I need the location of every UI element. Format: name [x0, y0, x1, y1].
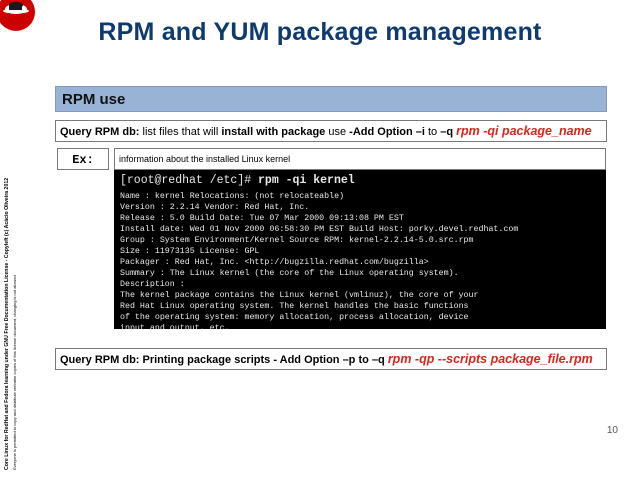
- query-option: -Add Option –i: [349, 126, 425, 138]
- license-line: Core Linux for RedHat and Fedora learnin…: [4, 177, 10, 470]
- query-text: to: [355, 354, 372, 366]
- query-option: –q: [371, 354, 385, 366]
- terminal-line: Install date: Wed 01 Nov 2000 06:58:30 P…: [120, 225, 519, 234]
- terminal-line: Packager : Red Hat, Inc. <http://bugzill…: [120, 258, 429, 267]
- query-command: rpm -qi package_name: [456, 124, 592, 138]
- query-option: –q: [440, 126, 454, 138]
- terminal-line: Description :: [120, 280, 185, 289]
- example-label: Ex:: [57, 148, 109, 170]
- query-text: use: [325, 126, 350, 138]
- terminal-line: Group : System Environment/Kernel Source…: [120, 236, 474, 245]
- query-info-box: Query RPM db: list files that will insta…: [55, 120, 607, 142]
- terminal-line: Name : kernel Relocations: (not relocate…: [120, 192, 345, 201]
- page-title: RPM and YUM package management: [98, 18, 542, 46]
- terminal-line: Release : 5.0 Build Date: Tue 07 Mar 200…: [120, 214, 404, 223]
- query-bold: install with package: [221, 126, 326, 138]
- redhat-logo-icon: [0, 0, 42, 34]
- section-label: RPM use: [62, 91, 126, 108]
- page-number: 10: [606, 425, 618, 436]
- terminal-line: Size : 11973135 License: GPL: [120, 247, 260, 256]
- query-lead: Query RPM db: Printing package scripts -…: [60, 354, 343, 366]
- terminal-prompt-line: [root@redhat /etc]# rpm -qi kernel: [120, 174, 600, 187]
- query-text: to: [424, 126, 441, 138]
- terminal-line: of the operating system: memory allocati…: [120, 313, 469, 322]
- terminal-line: The kernel package contains the Linux ke…: [120, 291, 479, 300]
- query-lead: Query RPM db:: [60, 126, 140, 138]
- terminal-command: rpm -qi kernel: [258, 174, 355, 187]
- terminal-line: Version : 2.2.14 Vendor: Red Hat, Inc.: [120, 203, 310, 212]
- query-option: –p: [342, 354, 356, 366]
- terminal-prompt: [root@redhat /etc]#: [120, 174, 259, 187]
- section-header-bar: RPM use: [55, 86, 607, 112]
- terminal-output: [root@redhat /etc]# rpm -qi kernel Name …: [114, 170, 606, 333]
- query-command: rpm -qp --scripts package_file.rpm: [387, 352, 593, 366]
- example-description: information about the installed Linux ke…: [114, 148, 606, 170]
- terminal-line: Red Hat Linux operating system. The kern…: [120, 302, 469, 311]
- query-scripts-box: Query RPM db: Printing package scripts -…: [55, 348, 607, 370]
- terminal-line: Summary : The Linux kernel (the core of …: [120, 269, 459, 278]
- license-note: Everyone is permitted to copy and distri…: [12, 275, 17, 470]
- query-text: list files that will: [139, 126, 222, 138]
- terminal-line: input and output, etc.: [120, 324, 230, 333]
- license-sidebar: Core Linux for RedHat and Fedora learnin…: [0, 0, 26, 479]
